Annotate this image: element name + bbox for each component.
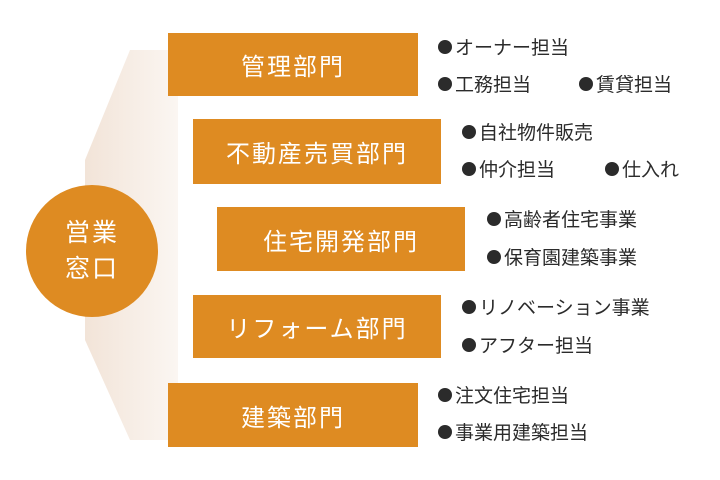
list-item: 自社物件販売 [462, 118, 593, 145]
dept-renovation-label: リフォーム部門 [226, 315, 408, 343]
bullet-icon [438, 39, 452, 54]
bullet-icon [462, 124, 476, 139]
dept-management-label: 管理部門 [241, 53, 345, 81]
list-item: リノベーション事業 [462, 293, 650, 320]
list-item: 工務担当 [438, 70, 531, 97]
list-item: 事業用建築担当 [438, 418, 588, 445]
dept-management: 管理部門 [168, 33, 418, 96]
bullet-icon [462, 337, 476, 352]
dept-real-estate-sales: 不動産売買部門 [193, 119, 441, 184]
list-item: アフター担当 [462, 331, 593, 358]
list-item: 注文住宅担当 [438, 381, 569, 408]
sales-window-circle: 営業 窓口 [26, 185, 158, 317]
hub-label-line1: 営業 [64, 218, 119, 247]
list-item: 保育園建築事業 [487, 243, 637, 270]
bullet-icon [579, 76, 593, 91]
list-item: 仲介担当 [462, 155, 555, 182]
bullet-icon [605, 161, 619, 176]
dept-construction-label: 建築部門 [241, 403, 345, 432]
bullet-icon [438, 76, 452, 91]
bullet-icon [438, 387, 452, 402]
list-item: 仕入れ [605, 155, 679, 182]
dept-housing-development-label: 住宅開発部門 [263, 227, 419, 256]
bullet-icon [438, 424, 452, 439]
bullet-icon [487, 211, 501, 226]
bullet-icon [462, 299, 476, 314]
dept-renovation: リフォーム部門 [193, 295, 441, 358]
bullet-icon [462, 161, 476, 176]
dept-construction: 建築部門 [168, 383, 418, 447]
dept-housing-development: 住宅開発部門 [217, 207, 465, 271]
hub-label-line2: 窓口 [64, 254, 119, 283]
list-item: 賃貸担当 [579, 70, 672, 97]
bullet-icon [487, 249, 501, 264]
dept-real-estate-sales-label: 不動産売買部門 [226, 140, 408, 168]
list-item: オーナー担当 [438, 33, 569, 60]
list-item: 高齢者住宅事業 [487, 205, 637, 232]
